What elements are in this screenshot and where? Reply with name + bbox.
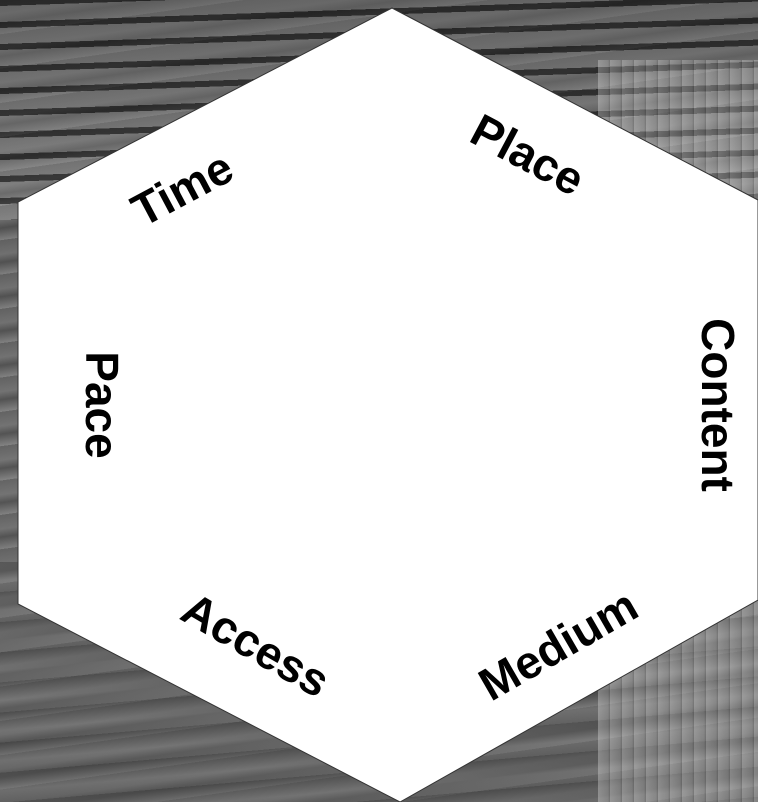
hexagon-shape bbox=[18, 8, 758, 802]
label-pace: Pace bbox=[76, 351, 128, 458]
label-content: Content bbox=[692, 318, 744, 492]
